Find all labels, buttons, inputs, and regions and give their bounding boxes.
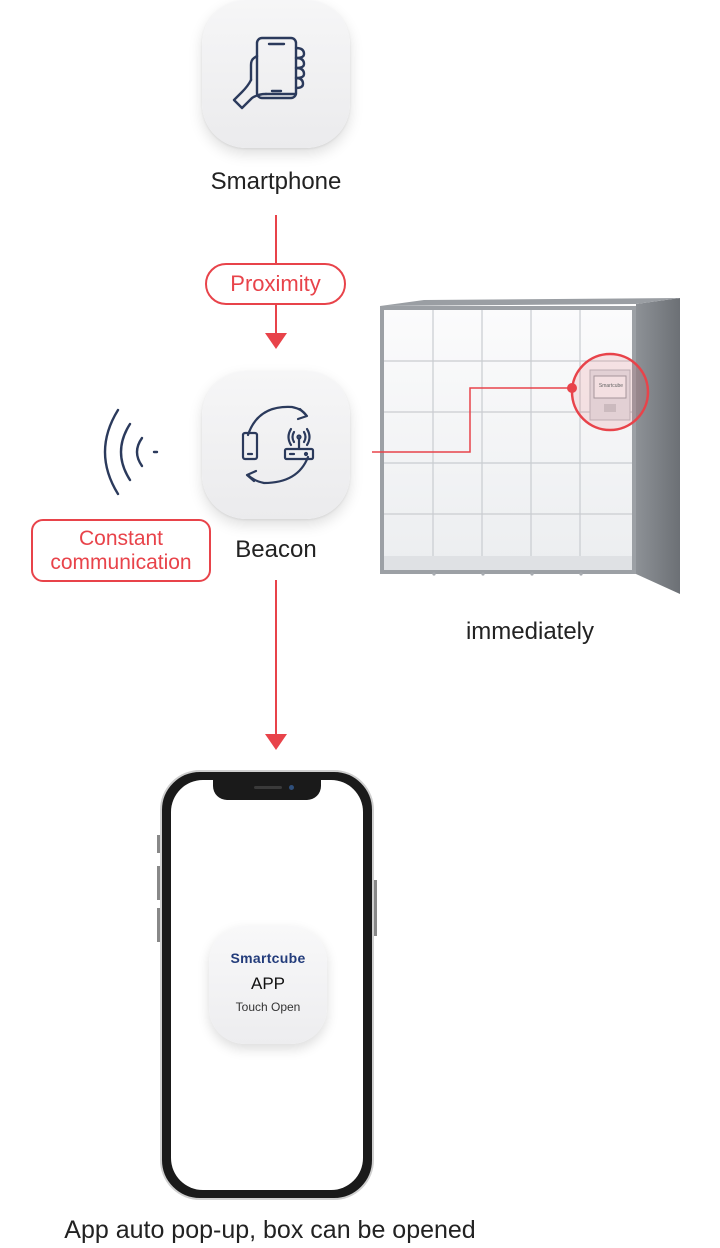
hand-holding-phone-icon xyxy=(232,36,306,110)
phone-side-button xyxy=(157,908,160,942)
phone-camera xyxy=(289,785,294,790)
phone-notch xyxy=(213,780,321,800)
locker-illustration xyxy=(372,298,680,594)
beacon-tile xyxy=(202,371,350,519)
constant-communication-badge: Constant communication xyxy=(31,519,211,582)
connector-line-bottom xyxy=(275,580,277,736)
phone-side-button xyxy=(374,880,377,936)
locker-panel-brand: Smartcube xyxy=(598,383,624,389)
footer-caption: App auto pop-up, box can be opened xyxy=(64,1216,476,1244)
app-action-label: Touch Open xyxy=(235,1000,301,1014)
app-tile[interactable]: Smartcube APP Touch Open xyxy=(209,926,327,1044)
proximity-badge: Proximity xyxy=(205,263,346,305)
arrow-down-icon xyxy=(265,333,287,349)
phone-side-button xyxy=(157,835,160,853)
communication-label: communication xyxy=(50,551,192,574)
constant-label: Constant xyxy=(78,527,164,550)
arrow-down-icon xyxy=(265,734,287,750)
app-label: APP xyxy=(250,974,286,993)
app-brand-text: Smartcube xyxy=(230,950,306,966)
smartphone-tile xyxy=(202,0,350,148)
phone-speaker xyxy=(254,786,282,789)
phone-side-button xyxy=(157,866,160,900)
phone-router-sync-icon xyxy=(241,405,315,485)
beacon-label: Beacon xyxy=(235,536,317,563)
locker-caption: immediately xyxy=(465,618,595,645)
smartphone-label: Smartphone xyxy=(210,168,342,195)
signal-waves-icon xyxy=(103,408,159,496)
app-brand-logo: Smartcube xyxy=(209,950,327,966)
proximity-label: Proximity xyxy=(230,271,321,296)
